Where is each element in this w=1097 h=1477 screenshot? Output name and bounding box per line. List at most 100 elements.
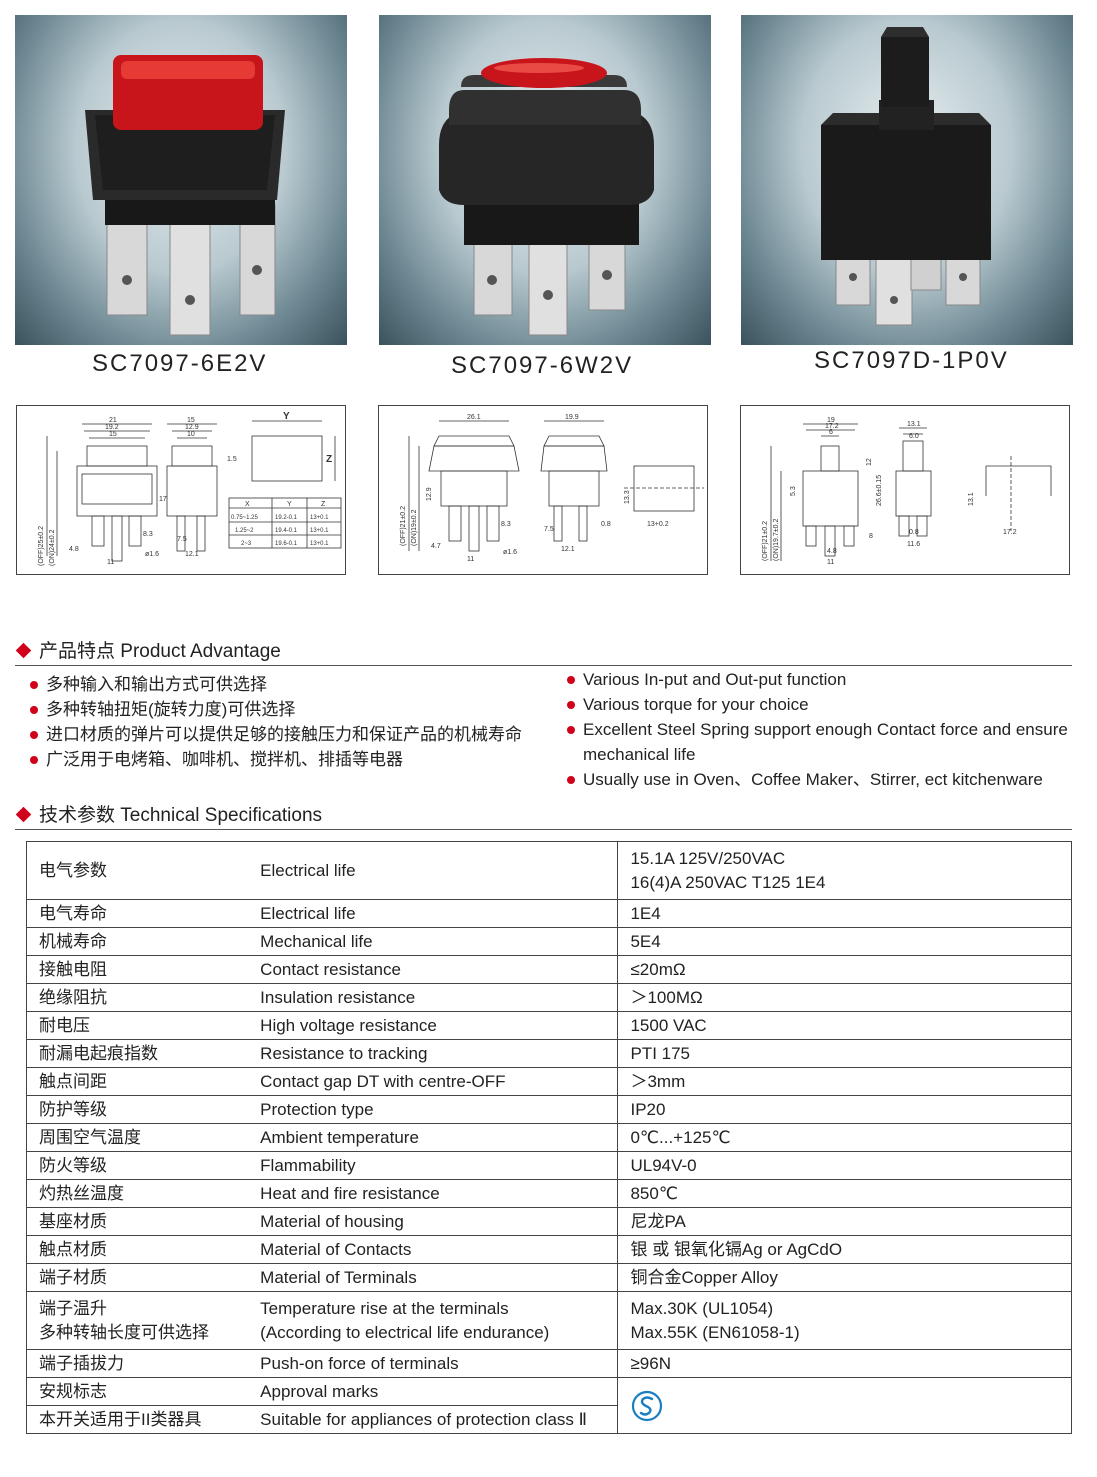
- spec-text: Insulation resistance: [260, 987, 416, 1007]
- table-row: 基座材质 Material of housing 尼龙PA: [26, 1207, 1072, 1236]
- size-table-header: Z: [321, 501, 326, 508]
- spec-text: 耐漏电起痕指数: [39, 1043, 158, 1063]
- spec-text: 1500 VAC: [630, 1015, 707, 1035]
- model-label-1: SC7097-6E2V: [92, 350, 268, 377]
- dim-label: 11: [467, 556, 474, 563]
- spec-value: 铜合金Copper Alloy: [617, 1263, 1072, 1292]
- spec-value: 1E4: [617, 899, 1072, 928]
- dim-label: 15: [187, 417, 195, 424]
- dim-label: 7.5: [544, 526, 554, 533]
- list-item: 多种输入和输出方式可供选择: [28, 672, 522, 697]
- dim-label: 11: [827, 559, 834, 566]
- list-item: 进口材质的弹片可以提供足够的接触压力和保证产品的机械寿命: [28, 722, 522, 747]
- advantage-title-en: Product Advantage: [120, 641, 281, 662]
- dim-label: 12.1: [185, 551, 199, 558]
- size-table-cell: 2~3: [241, 541, 252, 547]
- section-divider: [15, 829, 1072, 830]
- spec-value: 尼龙PA: [617, 1207, 1072, 1236]
- spec-value: 850℃: [617, 1179, 1072, 1208]
- spec-text: 850℃: [630, 1183, 678, 1203]
- spec-text: 周围空气温度: [39, 1127, 141, 1147]
- spec-name-cn: 端子温升多种转轴长度可供选择: [26, 1291, 249, 1350]
- spec-name-cn: 防护等级: [26, 1095, 249, 1124]
- dim-label: ø1.6: [145, 551, 159, 558]
- dim-label: 19.2: [105, 424, 119, 431]
- dim-label: 19: [827, 417, 835, 424]
- dim-label: 6.0: [909, 433, 919, 440]
- dim-label: (OFF)21±0.2: [762, 521, 769, 561]
- dim-label: 26.6±0.15: [876, 475, 883, 506]
- spec-name-cn: 机械寿命: [26, 927, 249, 956]
- dim-label: 12.1: [561, 546, 575, 553]
- switch-6w2v-illustration: [439, 58, 654, 336]
- spec-name-cn: 绝缘阻抗: [26, 983, 249, 1012]
- spec-name-cn: 触点间距: [26, 1067, 249, 1096]
- spec-value: ≤20mΩ: [617, 955, 1072, 984]
- specs-heading: 技术参数 Technical Specifications: [15, 800, 322, 827]
- spec-value: UL94V-0: [617, 1151, 1072, 1180]
- advantage-list-en: Various In-put and Out-put function Vari…: [565, 667, 1073, 792]
- spec-name-en: Suitable for appliances of protection cl…: [248, 1405, 619, 1434]
- dim-label: 1.5: [227, 456, 237, 463]
- spec-text: 防火等级: [39, 1155, 107, 1175]
- dim-label: 0.8: [601, 521, 611, 528]
- dim-label: (OFF)25±0.2: [38, 526, 45, 566]
- spec-value: IP20: [617, 1095, 1072, 1124]
- dim-label: 17.2: [1003, 529, 1017, 536]
- spec-text: 15.1A 125V/250VAC: [630, 848, 786, 868]
- dim-label: 13.1: [968, 492, 975, 506]
- dim-label: 10: [187, 431, 195, 438]
- spec-text: (According to electrical life endurance): [260, 1322, 550, 1342]
- size-table-cell: 19.4-0.1: [275, 528, 298, 534]
- spec-name-cn: 触点材质: [26, 1235, 249, 1264]
- dim-label: 17.2: [825, 423, 839, 430]
- spec-value: PTI 175: [617, 1039, 1072, 1068]
- size-table-cell: 13+0.1: [310, 515, 329, 521]
- dim-label: 7.5: [177, 536, 187, 543]
- dim-label: (OFF)21±0.2: [400, 506, 407, 546]
- spec-text: 端子插拔力: [39, 1353, 124, 1373]
- spec-name-en: Approval marks: [248, 1377, 619, 1406]
- spec-text: 防护等级: [39, 1099, 107, 1119]
- spec-text: ＞3mm: [630, 1071, 686, 1091]
- product-photo-2: [379, 15, 711, 345]
- spec-name-cn: 周围空气温度: [26, 1123, 249, 1152]
- dim-label: ø1.6: [503, 549, 517, 556]
- spec-text: Material of housing: [260, 1211, 404, 1231]
- spec-text: 基座材质: [39, 1211, 107, 1231]
- dimension-drawing-2: 26.1 19.9 12.9 (OFF)21±0.2 (ON)19±0.2 8.…: [378, 405, 708, 575]
- dim-label: 4.8: [827, 548, 837, 555]
- spec-value: 1500 VAC: [617, 1011, 1072, 1040]
- spec-text: Ambient temperature: [260, 1127, 419, 1147]
- size-table-header: Y: [287, 501, 292, 508]
- dim-label: 11.6: [907, 541, 920, 548]
- dim-label: 19.9: [565, 414, 579, 421]
- spec-text: Contact resistance: [260, 959, 401, 979]
- dim-label: 12.9: [426, 487, 433, 501]
- spec-text: 触点材质: [39, 1239, 107, 1259]
- spec-name-cn: 本开关适用于II类器具: [26, 1405, 249, 1434]
- product-photo-1: [15, 15, 347, 345]
- list-item: Various In-put and Out-put function: [565, 667, 1073, 692]
- spec-text: 电气寿命: [39, 903, 107, 923]
- spec-text: Electrical life: [260, 860, 356, 880]
- dim-label: 26.1: [467, 414, 481, 421]
- dim-label: 6: [829, 429, 833, 436]
- spec-text: 铜合金Copper Alloy: [630, 1267, 778, 1287]
- spec-name-en: Material of Terminals: [248, 1263, 619, 1292]
- spec-text: 灼热丝温度: [39, 1183, 124, 1203]
- semko-mark-icon: [632, 1390, 663, 1421]
- section-divider: [15, 665, 1072, 666]
- spec-text: 尼龙PA: [630, 1211, 686, 1231]
- spec-name-en: Resistance to tracking: [248, 1039, 619, 1068]
- spec-text: Max.55K (EN61058-1): [630, 1322, 800, 1342]
- spec-value: 5E4: [617, 927, 1072, 956]
